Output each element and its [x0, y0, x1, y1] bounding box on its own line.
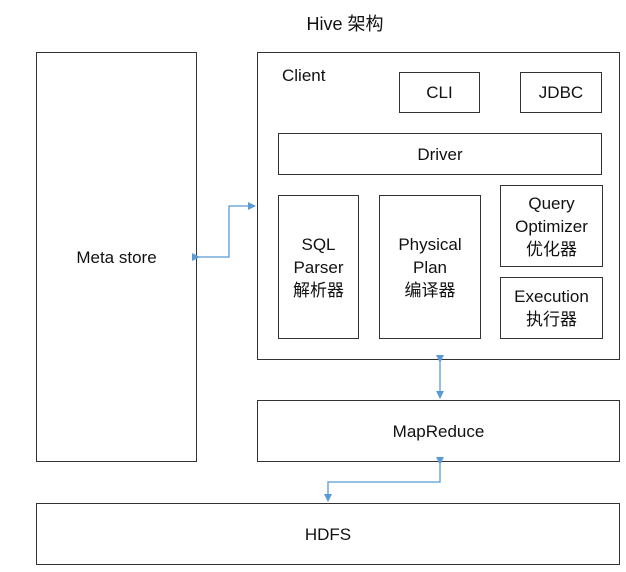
sql-parser-line-1: SQL [301, 234, 336, 254]
query-optimizer-box: Query Optimizer 优化器 [500, 185, 603, 267]
metastore-client-arrow [192, 202, 256, 261]
mapreduce-label: MapReduce [392, 421, 485, 441]
driver-box: Driver [278, 133, 602, 175]
physical-plan-line-3: 编译器 [404, 280, 456, 300]
jdbc-box: JDBC [520, 72, 602, 113]
physical-plan-line-1: Physical [398, 234, 462, 254]
client-label: Client [282, 66, 326, 85]
meta-store-box: Meta store [36, 52, 197, 462]
cli-box: CLI [399, 72, 480, 113]
driver-label: Driver [417, 144, 463, 164]
physical-plan-line-2: Plan [412, 257, 448, 277]
jdbc-label: JDBC [538, 83, 584, 102]
execution-box: Execution 执行器 [500, 277, 603, 339]
hdfs-label: HDFS [304, 524, 352, 544]
meta-store-label: Meta store [76, 247, 157, 267]
hdfs-box: HDFS [36, 503, 620, 565]
sql-parser-line-2: Parser [293, 257, 344, 277]
physical-plan-box: Physical Plan 编译器 [379, 195, 481, 339]
mapreduce-hdfs-arrow [324, 457, 444, 502]
cli-label: CLI [426, 83, 453, 102]
query-optimizer-line-1: Query [528, 193, 575, 213]
sql-parser-box: SQL Parser 解析器 [278, 195, 359, 339]
mapreduce-box: MapReduce [257, 400, 620, 462]
execution-line-1: Execution [514, 287, 589, 306]
query-optimizer-line-2: Optimizer [515, 216, 588, 236]
execution-line-2: 执行器 [525, 310, 577, 329]
diagram-title: Hive 架构 [306, 14, 384, 34]
sql-parser-line-3: 解析器 [293, 280, 344, 300]
query-optimizer-line-3: 优化器 [525, 239, 577, 259]
